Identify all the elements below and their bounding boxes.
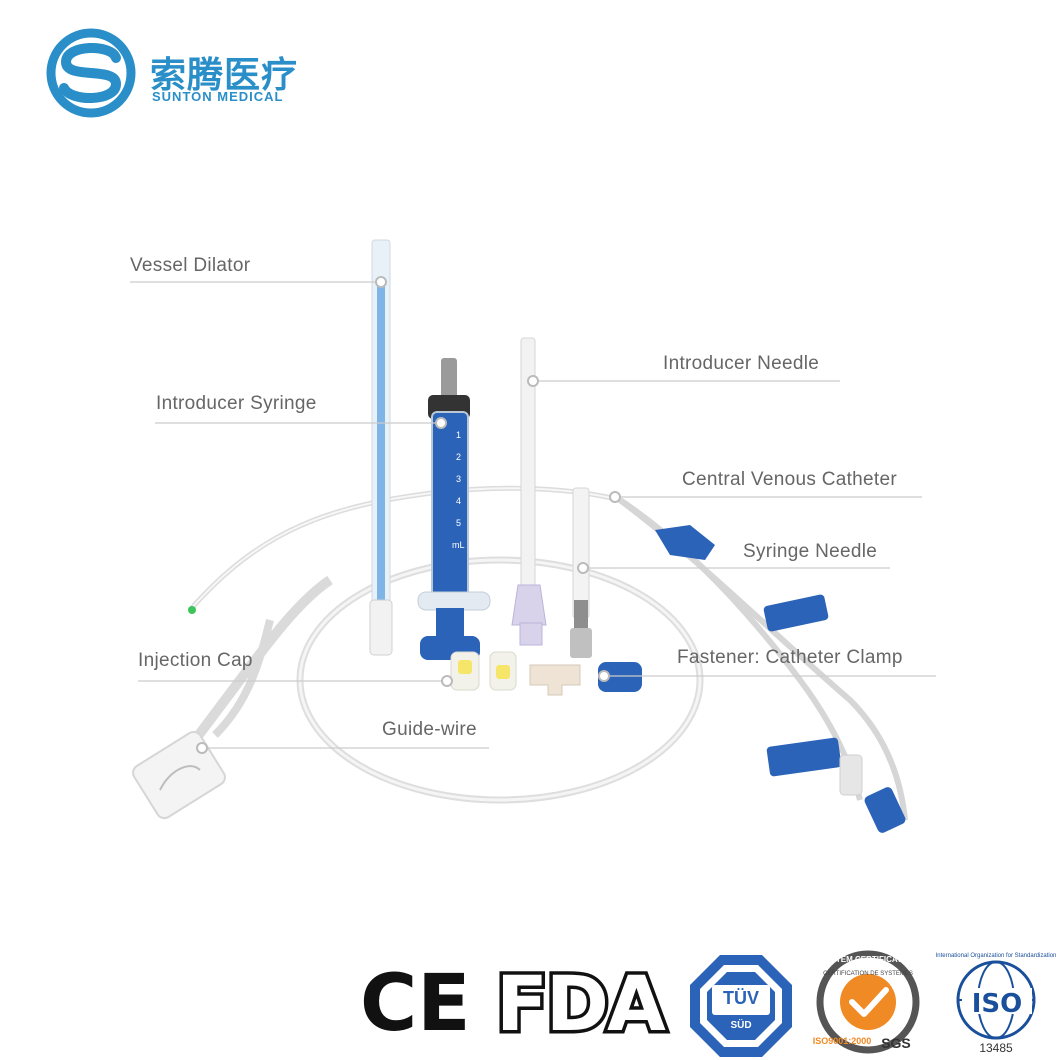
label-fastener-catheter-clamp: Fastener: Catheter Clamp [677, 647, 903, 668]
sgs-text: SGS [881, 1035, 911, 1051]
sgs-ring-inner: CERTIFICATION DE SYSTEMES [823, 971, 913, 977]
leader-lines [130, 281, 936, 749]
label-introducer-syringe: Introducer Syringe [156, 393, 317, 414]
label-central-venous-catheter: Central Venous Catheter [682, 469, 897, 490]
tuv-sud-logo-icon: TÜV SÜD [690, 955, 792, 1057]
syringe-scale-mark: 4 [456, 496, 461, 506]
label-guide-wire: Guide-wire [382, 719, 477, 740]
iso-text: ISO [972, 989, 1023, 1019]
brand-name-cn: 索腾医疗 [150, 55, 299, 96]
syringe-scale-mark: 1 [456, 430, 461, 440]
label-syringe-needle: Syringe Needle [743, 541, 878, 562]
fda-logo-icon: FDA [496, 959, 666, 1048]
syringe-scale-mark: mL [452, 540, 465, 550]
brand-name-en: SUNTON MEDICAL [152, 89, 284, 104]
sgs-iso9001: ISO9001:2000 [813, 1036, 872, 1046]
tuv-text: TÜV [723, 988, 759, 1008]
sud-text: SÜD [730, 1018, 751, 1031]
syringe-scale-mark: 3 [456, 474, 461, 484]
iso-number: 13485 [979, 1041, 1013, 1055]
leader-dots [196, 276, 621, 754]
syringe-scale-mark: 2 [456, 452, 461, 462]
certification-logos: CE FDA TÜV SÜD SYSTEM CERTIFICATION CERT… [360, 950, 1057, 1057]
iso-logo-icon: ISO International Organization for Stand… [936, 953, 1057, 1055]
sgs-logo-icon: SYSTEM CERTIFICATION CERTIFICATION DE SY… [813, 950, 920, 1054]
label-vessel-dilator: Vessel Dilator [130, 255, 251, 276]
ce-mark-icon: CE [360, 959, 471, 1049]
s-circle-logo-icon [46, 28, 136, 118]
label-introducer-needle: Introducer Needle [663, 353, 820, 374]
iso-ring-text: International Organization for Standardi… [936, 953, 1057, 959]
syringe-scale: 1 2 3 4 5 mL [452, 430, 465, 550]
product-illustration [132, 239, 908, 833]
label-injection-cap: Injection Cap [138, 650, 253, 671]
sgs-ring-top: SYSTEM CERTIFICATION [820, 955, 917, 964]
syringe-scale-mark: 5 [456, 518, 461, 528]
